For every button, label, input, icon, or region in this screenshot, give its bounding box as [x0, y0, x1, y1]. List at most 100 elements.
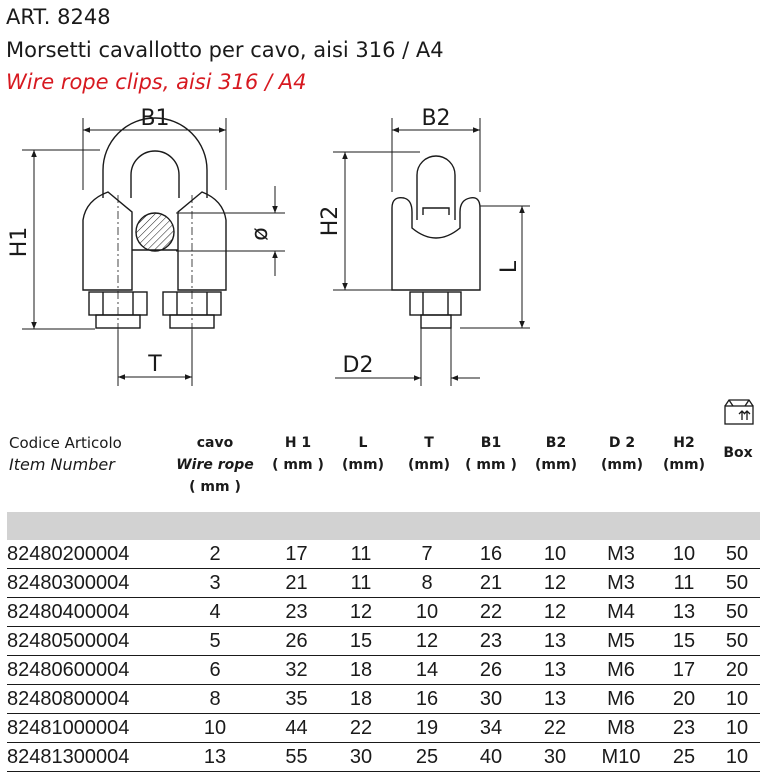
header-code-it: Codice Articolo	[9, 434, 122, 452]
table-cell: 20	[654, 684, 714, 714]
table-cell: 17	[654, 655, 714, 685]
header-box: Box	[723, 445, 753, 461]
header-h2: H2 (mm)	[663, 435, 705, 473]
item-number-cell: 82480600004	[7, 655, 165, 685]
table-cell: 16	[460, 540, 522, 569]
table-cell: 18	[328, 684, 394, 714]
table-cell: 23	[654, 713, 714, 743]
table-cell: 50	[714, 626, 760, 656]
side-view-bolt	[416, 155, 456, 220]
header-d2: D 2 (mm)	[601, 435, 643, 473]
table-cell: M6	[588, 684, 654, 714]
table-cell: 11	[328, 540, 394, 569]
table-cell: M8	[588, 713, 654, 743]
technical-drawing: B1 H1 T ø B2 H2 L D2	[7, 106, 530, 386]
table-cell: 10	[714, 684, 760, 714]
label-t: T	[147, 352, 162, 377]
table-cell: 40	[460, 742, 522, 772]
u-bolt	[102, 117, 208, 198]
item-number-cell: 82480200004	[7, 540, 165, 569]
item-number-cell: 82480400004	[7, 597, 165, 627]
table-cell: 25	[394, 742, 460, 772]
table-cell: 7	[394, 540, 460, 569]
article-number: ART. 8248	[6, 5, 111, 29]
table-cell: 11	[328, 568, 394, 598]
table-cell: 26	[460, 655, 522, 685]
label-b1: B1	[140, 106, 169, 131]
table-cell: 50	[714, 568, 760, 598]
label-b2: B2	[421, 106, 450, 131]
table-cell: 25	[654, 742, 714, 772]
table-cell: 15	[328, 626, 394, 656]
table-cell: 11	[654, 568, 714, 598]
header-b1: B1 ( mm )	[465, 435, 517, 473]
table-cell: 30	[522, 742, 588, 772]
box-icon	[724, 399, 754, 425]
title-english: Wire rope clips, aisi 316 / A4	[6, 70, 307, 94]
item-number-cell: 82480800004	[7, 684, 165, 714]
table-cell: 30	[460, 684, 522, 714]
table-cell: 44	[265, 713, 328, 743]
table-cell: M3	[588, 540, 654, 569]
table-cell: 19	[394, 713, 460, 743]
table-cell: 10	[714, 713, 760, 743]
table-cell: 20	[714, 655, 760, 685]
table-cell: 50	[714, 540, 760, 569]
table-cell: 15	[654, 626, 714, 656]
table-cell: 26	[265, 626, 328, 656]
table-cell: 34	[460, 713, 522, 743]
table-cell: 23	[460, 626, 522, 656]
header-b2: B2 (mm)	[535, 435, 577, 473]
table-cell: 22	[460, 597, 522, 627]
table-cell: M10	[588, 742, 654, 772]
header-cavo: cavo Wire rope ( mm )	[176, 435, 254, 495]
table-cell: 17	[265, 540, 328, 569]
table-cell: 55	[265, 742, 328, 772]
label-h1: H1	[7, 227, 32, 258]
table-cell: 13	[522, 655, 588, 685]
saddle-body	[82, 191, 133, 291]
table-cell: 10	[522, 540, 588, 569]
header-band	[7, 512, 760, 540]
table-cell: 21	[460, 568, 522, 598]
title-italian: Morsetti cavallotto per cavo, aisi 316 /…	[6, 38, 444, 62]
table-cell: 10	[165, 713, 265, 743]
header-item-number: Codice Articolo Item Number	[9, 432, 159, 476]
table-cell: 12	[328, 597, 394, 627]
header-h1: H 1 ( mm )	[272, 435, 324, 473]
table-cell: 2	[165, 540, 265, 569]
table-cell: M3	[588, 568, 654, 598]
table-cell: 10	[654, 540, 714, 569]
item-number-cell: 82481300004	[7, 742, 165, 772]
table-cell: 35	[265, 684, 328, 714]
table-cell: 12	[394, 626, 460, 656]
table-cell: 5	[165, 626, 265, 656]
table-cell: 12	[522, 597, 588, 627]
table-cell: 8	[165, 684, 265, 714]
table-cell: 8	[394, 568, 460, 598]
table-cell: 18	[328, 655, 394, 685]
table-cell: 23	[265, 597, 328, 627]
table-cell: 12	[522, 568, 588, 598]
side-nut	[409, 291, 462, 316]
table-cell: 13	[522, 684, 588, 714]
table-cell: 16	[394, 684, 460, 714]
header-l: L (mm)	[342, 435, 384, 473]
table-cell: 10	[394, 597, 460, 627]
item-number-cell: 82480300004	[7, 568, 165, 598]
item-number-cell: 82480500004	[7, 626, 165, 656]
table-cell: M6	[588, 655, 654, 685]
table-cell: 22	[328, 713, 394, 743]
table-cell: 14	[394, 655, 460, 685]
table-cell: 13	[654, 597, 714, 627]
header-t: T (mm)	[408, 435, 450, 473]
table-cell: 10	[714, 742, 760, 772]
rope-section	[135, 212, 175, 252]
